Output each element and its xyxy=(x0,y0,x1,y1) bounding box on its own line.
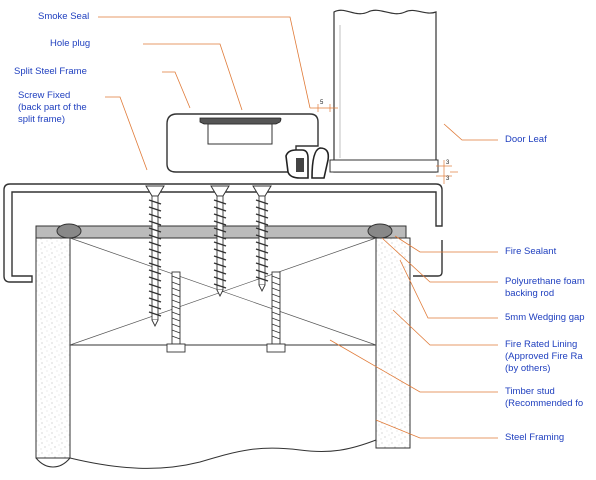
leader-lines xyxy=(98,16,498,439)
label-steel-framing: Steel Framing xyxy=(505,432,565,443)
label-timber-stud-2: (Recommended fo xyxy=(505,398,584,409)
fixing-anchors xyxy=(166,271,286,353)
label-wedging-gap: 5mm Wedging gap xyxy=(505,312,585,323)
leader-smoke-seal xyxy=(98,16,311,109)
dimension-gap-side: 3 xyxy=(446,160,450,166)
label-split-steel-frame: Split Steel Frame xyxy=(14,66,87,77)
leader-pu-foam xyxy=(381,237,498,283)
label-pu-foam-1: Polyurethane foam xyxy=(505,276,585,287)
label-fire-lining-1: Fire Rated Lining xyxy=(505,339,578,350)
leader-hole-plug xyxy=(143,43,243,111)
leader-screw-fixed xyxy=(105,96,148,171)
fire-sealant xyxy=(56,223,393,239)
leader-wedging-gap xyxy=(399,259,498,319)
screws xyxy=(145,185,272,328)
label-door-leaf: Door Leaf xyxy=(505,134,547,145)
label-hole-plug: Hole plug xyxy=(50,38,91,49)
label-fire-sealant: Fire Sealant xyxy=(505,246,557,257)
label-timber-stud-1: Timber stud xyxy=(505,386,555,397)
label-pu-foam-2: backing rod xyxy=(505,288,555,299)
leader-steel-framing xyxy=(375,419,498,439)
hole-plug xyxy=(199,117,282,145)
dimension-gap-top: 5 xyxy=(320,100,324,106)
dimension-gap-right: 3 xyxy=(446,176,450,182)
label-screw-fixed-3: split frame) xyxy=(18,114,65,125)
label-fire-lining-2: (Approved Fire Ra xyxy=(505,351,583,362)
screw xyxy=(210,185,230,298)
wall-anchor xyxy=(166,271,186,353)
label-screw-fixed-2: (back part of the xyxy=(18,102,87,113)
leader-door-leaf xyxy=(443,123,498,141)
leader-fire-lining xyxy=(392,309,498,346)
screw xyxy=(145,185,165,328)
leader-split-frame xyxy=(162,71,191,109)
label-smoke-seal: Smoke Seal xyxy=(38,11,90,22)
dimension-marks xyxy=(310,104,458,184)
leader-fire-sealant xyxy=(394,235,498,253)
label-fire-lining-3: (by others) xyxy=(505,363,551,374)
leader-timber-stud xyxy=(329,339,498,393)
door-leaf xyxy=(329,9,439,173)
label-screw-fixed-1: Screw Fixed xyxy=(18,90,71,101)
screw xyxy=(252,185,272,293)
smoke-seal xyxy=(285,147,330,179)
wall-anchor xyxy=(266,271,286,353)
